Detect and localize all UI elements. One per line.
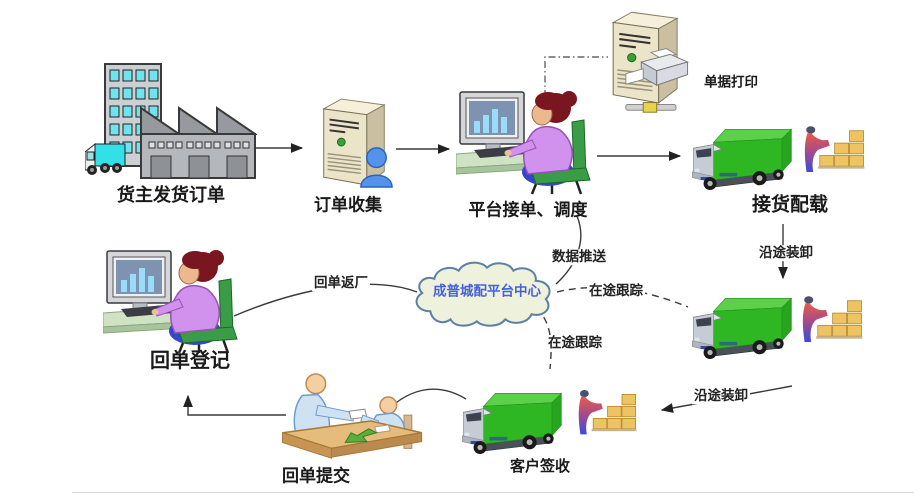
factory-icon [85,63,257,179]
cloud-center-label: 成普城配平台中心 [433,283,541,299]
pickup-truck-icon [690,122,802,192]
worker-loading-icon [798,294,864,352]
transit-truck-icon [690,291,802,361]
order-collection-server-icon [312,97,393,188]
bottom-divider [72,492,914,493]
worker-loading-icon [574,388,638,444]
edge-label-data-push: 数据推送 [550,249,608,265]
delivery-truck-icon [460,386,572,456]
node-label-order-collection: 订单收集 [314,195,382,215]
print-server-icon [600,10,689,113]
edge-label-enroute-handling-lower: 沿途装卸 [692,388,750,404]
edge-label-in-transit-tracking-right: 在途跟踪 [587,283,645,299]
receipt-operator-icon [103,243,245,355]
cloud-shape [415,261,551,327]
node-label-receipt-registration: 回单登记 [150,350,230,372]
node-label-receipt-submission: 回单提交 [282,466,350,486]
worker-loading-icon [800,124,866,182]
meeting-table-icon [282,373,423,459]
node-label-platform-dispatch: 平台接单、调度 [468,200,588,220]
edge-label-in-transit-tracking-lower: 在途跟踪 [546,335,604,351]
node-label-shipper: 货主发货订单 [117,185,225,206]
node-label-pickup-loading: 接货配载 [751,194,829,216]
edge-label-enroute-handling-upper: 沿途装卸 [757,245,815,261]
node-label-customer-sign: 客户签收 [509,457,571,475]
platform-operator-icon [456,84,598,196]
table-arrow-icon [344,428,378,444]
edge-label-receipt-return: 回单返厂 [312,275,370,291]
node-label-document-print: 单据打印 [704,74,758,90]
